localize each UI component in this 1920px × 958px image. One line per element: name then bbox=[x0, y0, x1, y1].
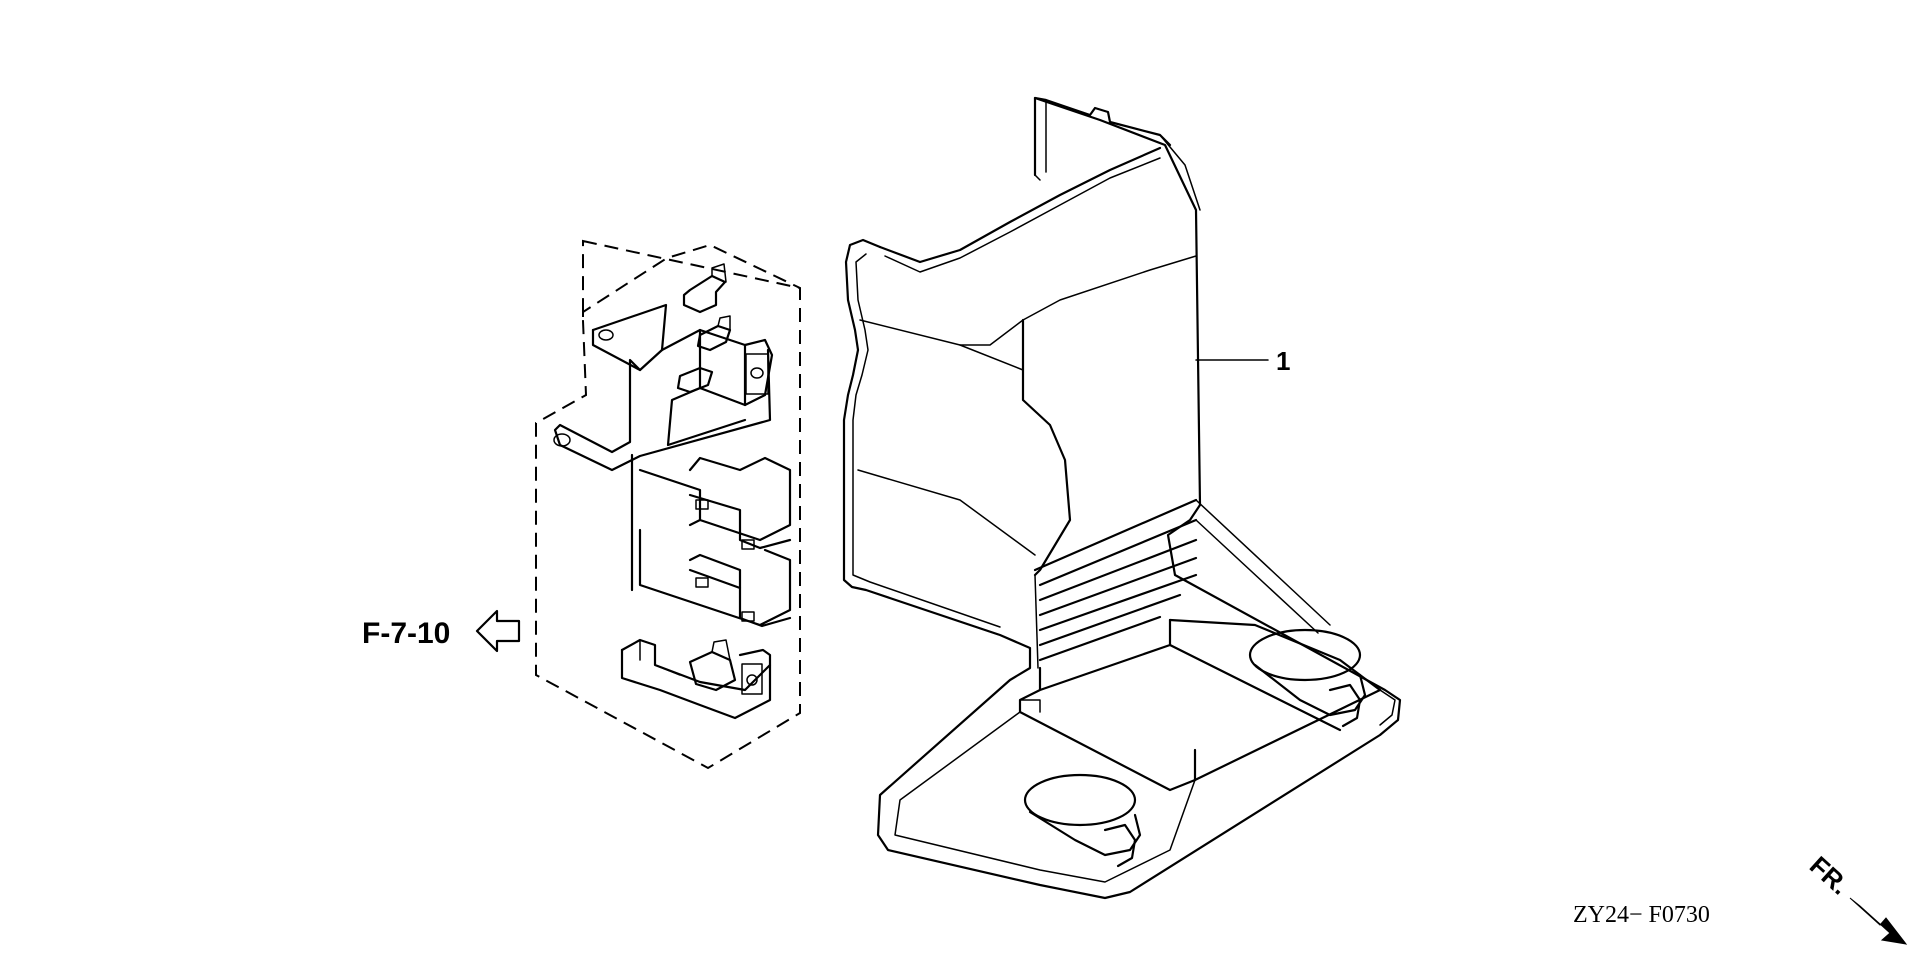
cover-shroud bbox=[842, 96, 1402, 900]
cover-outer-rim bbox=[842, 96, 1402, 900]
drawing-code: ZY24− F0730 bbox=[1573, 902, 1710, 928]
bolt-hole bbox=[750, 367, 764, 379]
mount-boss-right bbox=[1248, 628, 1362, 682]
callout-number: 1 bbox=[1276, 346, 1290, 376]
mount-hole bbox=[553, 433, 571, 447]
front-direction-indicator: FR. bbox=[1804, 850, 1908, 945]
assembly-dashed-outline bbox=[535, 239, 801, 770]
cover-base-tray bbox=[1018, 618, 1382, 792]
cover-top-flap bbox=[1033, 96, 1172, 177]
terminal-tab bbox=[676, 366, 714, 394]
front-direction-label: FR. bbox=[1804, 850, 1855, 900]
connector-block-top bbox=[660, 328, 774, 447]
upper-bracket bbox=[553, 303, 772, 472]
cover-ribs bbox=[1033, 498, 1198, 669]
reference-arrow-icon bbox=[475, 609, 521, 653]
cross-reference-label: F-7-10 bbox=[362, 617, 450, 650]
front-direction-arrow-icon bbox=[1849, 897, 1908, 945]
cover-front-face bbox=[1021, 318, 1072, 577]
bracket-assembly bbox=[535, 239, 801, 770]
mount-hole bbox=[598, 329, 614, 341]
bolt-hole bbox=[746, 674, 758, 686]
connector-middle bbox=[630, 453, 792, 592]
mount-boss-left bbox=[1023, 773, 1137, 827]
terminal-tab bbox=[682, 274, 727, 314]
connector-lower bbox=[638, 528, 792, 628]
